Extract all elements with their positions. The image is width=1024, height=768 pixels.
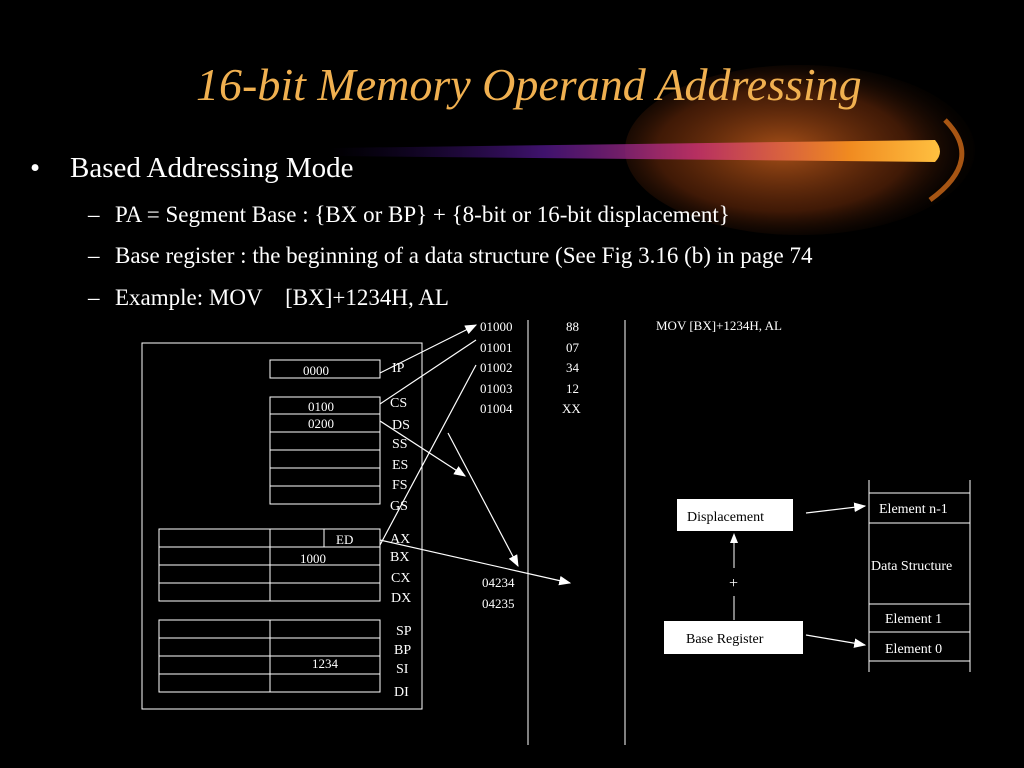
ax-value: ED [336, 532, 353, 547]
di-label: DI [394, 685, 409, 700]
ss-label: SS [392, 437, 408, 452]
memory-address: 04235 [482, 596, 515, 611]
bullet-dot-icon: • [30, 152, 41, 184]
general-registers: ED 1000 AX BX CX DX [158, 528, 411, 606]
instruction-text: MOV [BX]+1234H, AL [656, 318, 782, 333]
structure-element-0: Element 0 [885, 642, 942, 657]
memory-value: 88 [566, 319, 579, 334]
bx-label: BX [390, 550, 409, 565]
ds-to-memory-arrow [379, 420, 467, 477]
segment-register-box [269, 485, 381, 505]
cs-to-memory-arrow [379, 339, 477, 405]
sp-label: SP [396, 624, 412, 639]
dash-icon: – [88, 285, 100, 310]
ip-to-memory-arrow [379, 324, 478, 374]
ip-value: 0000 [303, 363, 329, 378]
memory-address: 04234 [482, 575, 515, 590]
dx-label: DX [391, 591, 411, 606]
cs-value: 0100 [308, 399, 334, 414]
segment-registers: 0100 0200 CS DS SS ES FS GS [269, 396, 410, 514]
displacement-arrow [447, 432, 519, 568]
si-label: SI [396, 662, 409, 677]
bp-label: BP [394, 643, 411, 658]
es-label: ES [392, 458, 408, 473]
al-to-memory-arrow [379, 539, 572, 586]
address-arrows [379, 324, 572, 586]
displacement-box [677, 499, 793, 531]
gs-label: GS [390, 499, 408, 514]
ip-register-box [269, 359, 381, 379]
memory-value: 12 [566, 381, 579, 396]
cs-label: CS [390, 396, 407, 411]
dash-icon: – [88, 202, 100, 227]
displacement-to-structure-arrow [805, 502, 867, 514]
base-register-box [664, 621, 803, 654]
pointer-registers: 1234 SP BP SI DI [158, 619, 412, 700]
memory-value: XX [562, 401, 581, 416]
memory-address: 01000 [480, 319, 513, 334]
slide-title: 16-bit Memory Operand Addressing [196, 59, 862, 110]
fs-label: FS [392, 478, 408, 493]
memory-value: 07 [566, 340, 580, 355]
memory-address: 01003 [480, 381, 513, 396]
cx-label: CX [391, 571, 410, 586]
memory-address: 01002 [480, 360, 513, 375]
segment-register-box [269, 431, 381, 451]
memory-address: 01004 [480, 401, 513, 416]
bx-value: 1000 [300, 551, 326, 566]
based-addressing-diagram: Displacement Base Register + Element n-1… [664, 480, 971, 672]
displacement-label: Displacement [687, 510, 764, 525]
memory-address: 01001 [480, 340, 513, 355]
register-panel [141, 342, 423, 710]
base-to-structure-arrow [805, 634, 867, 648]
memory-table: 01000 01001 01002 01003 01004 88 07 34 1… [480, 319, 626, 745]
plus-sign: + [729, 575, 738, 592]
ds-value: 0200 [308, 416, 334, 431]
ds-label: DS [392, 418, 410, 433]
segment-register-box [269, 449, 381, 469]
si-value: 1234 [312, 656, 339, 671]
dash-icon: – [88, 243, 100, 268]
base-register-label: Base Register [686, 632, 764, 647]
memory-value: 34 [566, 360, 580, 375]
structure-element-1: Element 1 [885, 612, 942, 627]
structure-title: Data Structure [871, 559, 952, 574]
segment-register-box [269, 467, 381, 487]
structure-element-n-1: Element n-1 [879, 502, 948, 517]
bx-to-memory-line [379, 364, 477, 546]
